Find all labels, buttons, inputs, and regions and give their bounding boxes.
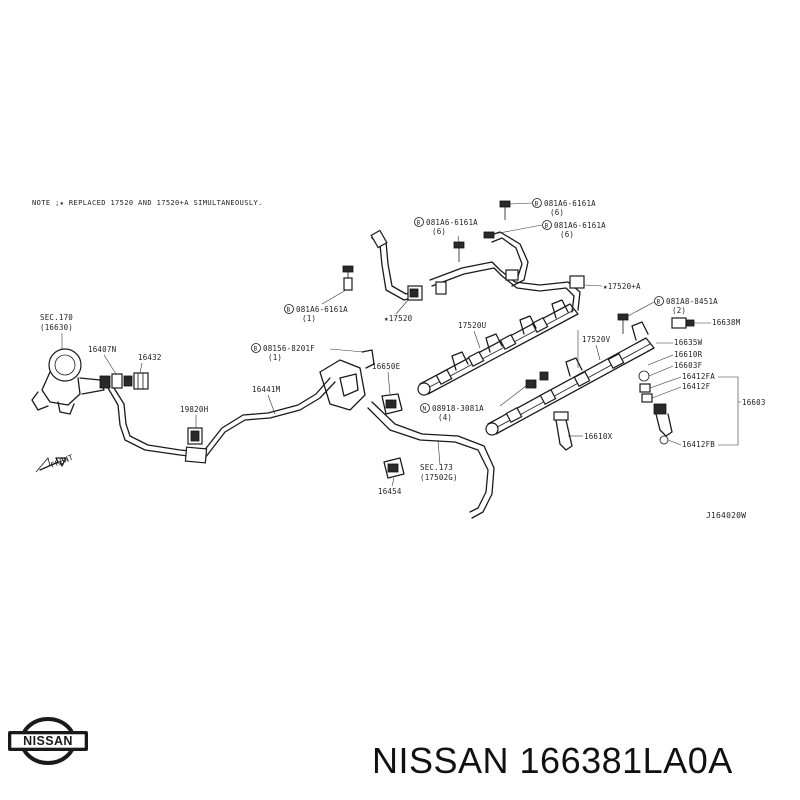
drawing-code: J164020W [706, 511, 746, 520]
label-16454: 16454 [378, 487, 402, 496]
label-16635W: 16635W [674, 338, 703, 347]
fuel-rail-17520V [485, 321, 655, 436]
label-16610X: 16610X [584, 432, 613, 441]
label-16638M: 16638M [712, 318, 741, 327]
bolt-B-top2: B [417, 220, 421, 227]
label-sec170: SEC.170 [40, 313, 73, 322]
fuel-rail-17520U [417, 299, 579, 396]
label-sec173-ref: (17502G) [420, 473, 458, 482]
label-star-17520A: ★17520+A [603, 282, 641, 291]
label-081A6-top2-qty: (6) [432, 227, 446, 236]
clip-19820H [187, 427, 203, 445]
fuel-pressure-sensor-16638M [671, 317, 695, 329]
label-081A6-left: 081A6-6161A [296, 305, 348, 314]
nissan-logo-text: NISSAN [23, 734, 73, 748]
bolt-081A8 [617, 313, 629, 334]
bracket-16441M [319, 349, 375, 411]
label-081A6-top1: 081A6-6161A [544, 199, 596, 208]
clamp-16454 [383, 457, 405, 479]
fitting-16407N [111, 372, 149, 390]
bolt-B-081A8: B [657, 299, 661, 306]
label-16407N: 16407N [88, 345, 116, 354]
fuel-tube-17520A [429, 231, 585, 313]
high-pressure-tube-16441M [107, 377, 336, 464]
label-081A6-left-qty: (1) [302, 314, 316, 323]
bolt-top-081A6 [453, 200, 511, 262]
label-08156-qty: (1) [268, 353, 282, 362]
label-081A6-top3: 081A6-6161A [554, 221, 606, 230]
label-16432: 16432 [138, 353, 162, 362]
injector-16610X [553, 411, 573, 451]
label-08918-3081A: 08918-3081A [432, 404, 484, 413]
label-081A8-8451A: 081A8-8451A [666, 297, 718, 306]
nut-08918 [525, 371, 549, 389]
bolt-B-top3: B [545, 223, 549, 230]
fuel-feed-hose [367, 401, 495, 519]
injector-16603 [638, 370, 673, 445]
label-16603F: 16603F [674, 361, 703, 370]
nut-N-08918: N [423, 406, 427, 413]
label-081A6-top2: 081A6-6161A [426, 218, 478, 227]
label-16603: 16603 [742, 398, 766, 407]
bolt-B-top1: B [535, 201, 539, 208]
label-08918-qty: (4) [438, 413, 452, 422]
label-16412FA: 16412FA [682, 372, 715, 381]
label-081A8-qty: (2) [672, 306, 686, 315]
label-sec170-ref: (16630) [40, 323, 73, 332]
label-19820H: 19820H [180, 405, 209, 414]
bolt-left-081A6 [342, 265, 354, 291]
bolt-B-left: B [287, 307, 291, 314]
fuel-tube-17520 [370, 229, 423, 301]
label-16610R: 16610R [674, 350, 703, 359]
bolt-B-08156: B [254, 346, 258, 353]
label-front: FRONT [49, 453, 74, 470]
part-number-title: NISSAN 166381LA0A [372, 740, 733, 781]
label-17520U: 17520U [458, 321, 486, 330]
label-sec173: SEC.173 [420, 463, 453, 472]
nissan-logo: NISSAN [8, 717, 88, 765]
label-081A6-top1-qty: (6) [550, 208, 564, 217]
label-08156-8201F: 08156-8201F [263, 344, 315, 353]
label-081A6-top3-qty: (6) [560, 230, 574, 239]
replacement-note: NOTE ;★ REPLACED 17520 AND 17520+A SIMUL… [32, 199, 263, 207]
front-arrow-icon [35, 457, 67, 473]
label-16412FB: 16412FB [682, 440, 715, 449]
label-16441M: 16441M [252, 385, 281, 394]
label-star-17520: ★17520 [384, 314, 413, 323]
label-17520V: 17520V [582, 335, 611, 344]
label-16650E: 16650E [372, 362, 401, 371]
label-16412F: 16412F [682, 382, 711, 391]
high-pressure-pump [31, 348, 111, 415]
damper-16650E [381, 393, 403, 415]
